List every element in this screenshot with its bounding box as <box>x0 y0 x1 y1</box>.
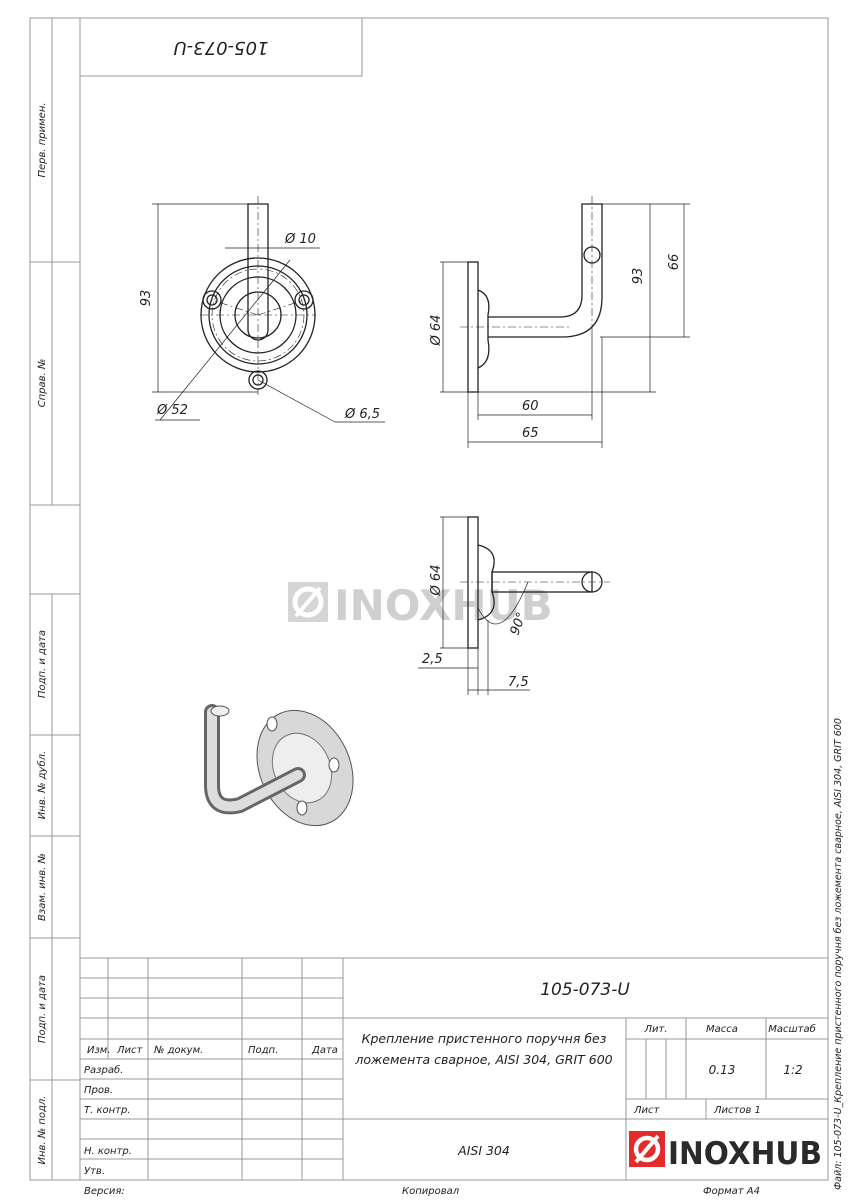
svg-text:Ø 52: Ø 52 <box>156 403 188 418</box>
left-label-3: Инв. № дубл. <box>36 751 48 819</box>
role-prov: Пров. <box>84 1085 113 1096</box>
svg-text:93: 93 <box>139 290 154 307</box>
side-view: Ø 64 93 66 60 65 <box>429 196 690 448</box>
left-label-4: Взам. инв. № <box>37 853 48 921</box>
mass-value: 0.13 <box>709 1063 736 1077</box>
svg-text:Дата: Дата <box>311 1045 338 1056</box>
title-block: Изм. Лист № докум. Подп. Дата Разраб. Пр… <box>79 957 829 1181</box>
svg-text:Лит.: Лит. <box>643 1024 667 1035</box>
left-label-6: Инв. № подл. <box>37 1096 48 1165</box>
left-label-5: Подп. и дата <box>37 975 48 1043</box>
role-razrab: Разраб. <box>84 1064 123 1076</box>
svg-text:Изм.: Изм. <box>87 1045 111 1056</box>
left-label-0: Перв. примен. <box>37 102 48 177</box>
svg-text:Масса: Масса <box>706 1024 738 1035</box>
isometric-view <box>204 704 354 827</box>
svg-text:65: 65 <box>522 426 539 441</box>
svg-text:Лист: Лист <box>116 1045 144 1056</box>
svg-text:Масштаб: Масштаб <box>768 1023 816 1035</box>
svg-text:Листов 1: Листов 1 <box>713 1105 761 1116</box>
material: AISI 304 <box>457 1143 510 1158</box>
svg-text:60: 60 <box>522 399 539 414</box>
svg-text:2,5: 2,5 <box>422 652 443 667</box>
svg-text:Ø 6,5: Ø 6,5 <box>344 407 380 422</box>
svg-text:№ докум.: № докум. <box>153 1045 203 1056</box>
footer-format: Формат А4 <box>703 1186 760 1197</box>
footer-copied: Копировал <box>402 1186 460 1197</box>
front-view: 93 Ø 10 Ø 52 Ø 6,5 <box>139 196 385 423</box>
part-name-line2: ложемента сварное, AISI 304, GRIT 600 <box>354 1052 612 1067</box>
svg-text:7,5: 7,5 <box>508 675 529 690</box>
role-utv: Утв. <box>84 1166 105 1177</box>
scale-value: 1:2 <box>783 1063 802 1077</box>
svg-text:93: 93 <box>631 268 646 285</box>
mirrored-designation: 105-073-U <box>174 37 269 58</box>
svg-text:Лист: Лист <box>633 1105 661 1116</box>
left-label-1: Справ. № <box>37 359 48 408</box>
side-file-label: Файл: 105-073-U_Крепление пристенного по… <box>833 718 844 1190</box>
role-tkontr: Т. контр. <box>84 1105 131 1116</box>
svg-text:Ø 64: Ø 64 <box>429 315 444 347</box>
designation: 105-073-U <box>540 980 630 1000</box>
left-label-2: Подп. и дата <box>37 630 48 698</box>
svg-text:INOXHUB: INOXHUB <box>668 1136 822 1172</box>
svg-text:Ø 10: Ø 10 <box>284 232 316 247</box>
inoxhub-logo: INOXHUB <box>629 1131 822 1172</box>
top-view: Ø 64 90° 2,5 7,5 <box>418 516 610 695</box>
svg-text:Ø 64: Ø 64 <box>429 565 444 597</box>
left-strip-bottom <box>29 593 81 1181</box>
svg-text:Подп.: Подп. <box>248 1045 278 1056</box>
svg-text:90°: 90° <box>508 610 530 637</box>
role-nkontr: Н. контр. <box>84 1146 132 1157</box>
part-name-line1: Крепление пристенного поручня без <box>362 1031 607 1046</box>
footer-version: Версия: <box>84 1186 125 1197</box>
svg-text:66: 66 <box>667 254 682 271</box>
